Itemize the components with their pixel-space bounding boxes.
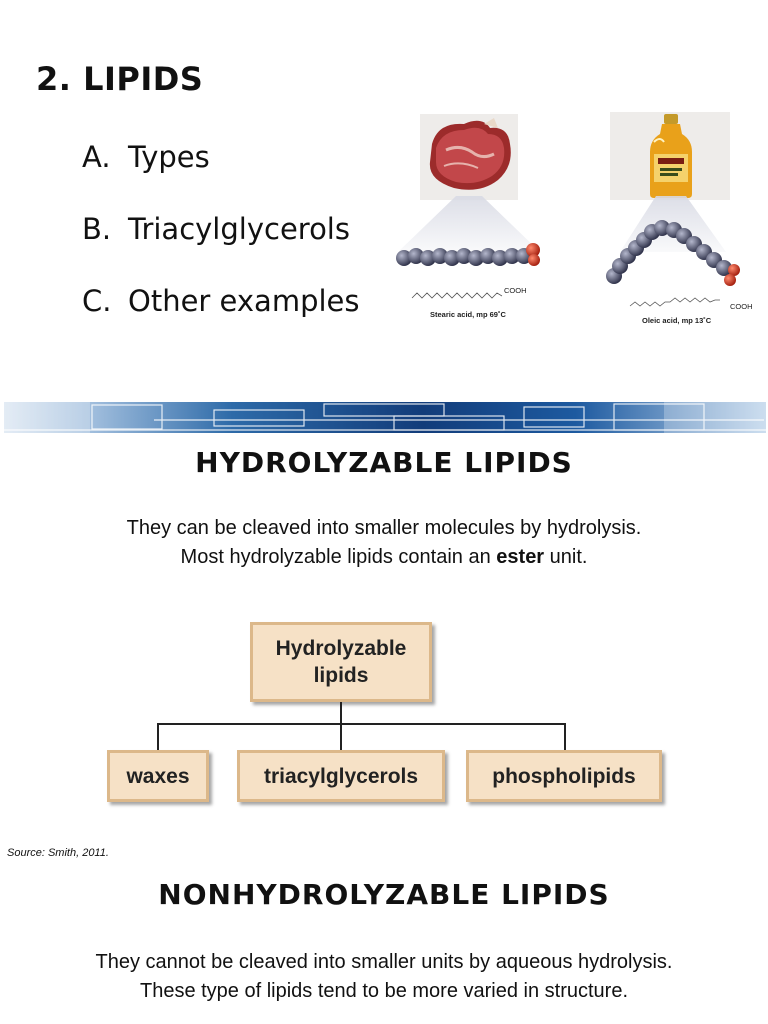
oleic-acid-caption: Oleic acid, mp 13˚C xyxy=(642,316,712,325)
root-box-label: Hydrolyzable lipids xyxy=(276,635,407,689)
description-line-1: They can be cleaved into smaller molecul… xyxy=(126,517,642,539)
connector-waxes xyxy=(157,723,159,750)
description-line-1: They cannot be cleaved into smaller unit… xyxy=(95,951,673,973)
nonhydrolyzable-description: They cannot be cleaved into smaller unit… xyxy=(0,948,768,1006)
box-waxes: waxes xyxy=(107,750,209,802)
connector-root-stem xyxy=(340,702,342,724)
box-phospholipids: phospholipids xyxy=(466,750,662,802)
olive-oil-bottle-photo xyxy=(610,112,730,200)
line2-tail: unit. xyxy=(544,546,588,568)
description-line-2: These type of lipids tend to be more var… xyxy=(139,980,629,1002)
source-citation: Source: Smith, 2011. xyxy=(7,847,109,859)
nonhydrolyzable-heading: NONHYDROLYZABLE LIPIDS xyxy=(158,878,610,911)
toc-letter: C. xyxy=(82,284,112,318)
connector-horizontal xyxy=(157,723,566,725)
toc-label: Other examples xyxy=(128,284,360,318)
root-label-line-1: Hydrolyzable xyxy=(275,637,407,660)
steak-photo xyxy=(420,114,518,200)
slide-title: 2. LIPIDS xyxy=(36,60,204,98)
connector-triacylglycerols xyxy=(340,723,342,750)
description-line-2: Most hydrolyzable lipids contain an este… xyxy=(0,543,768,572)
stearic-acid-skeletal-formula xyxy=(411,292,503,299)
hydrolyzable-heading: HYDROLYZABLE LIPIDS xyxy=(195,446,573,479)
ester-term: ester xyxy=(496,546,545,568)
toc-item-other-examples: C. Other examples xyxy=(82,284,360,318)
stearic-cooh-label: COOH xyxy=(504,286,527,295)
toc-item-triacylglycerols: B. Triacylglycerols xyxy=(82,212,350,246)
root-box-hydrolyzable-lipids: Hydrolyzable lipids xyxy=(250,622,432,702)
line2-text: Most hydrolyzable lipids contain an xyxy=(180,546,497,568)
toc-letter: B. xyxy=(82,212,112,246)
oleic-cooh-label: COOH xyxy=(730,302,753,311)
oleic-acid-model xyxy=(606,196,740,286)
toc-letter: A. xyxy=(82,140,111,174)
decorative-banner xyxy=(4,402,766,433)
stearic-acid-model xyxy=(396,196,540,266)
toc-label: Triacylglycerols xyxy=(128,212,350,246)
toc-label: Types xyxy=(128,140,210,174)
oleic-acid-skeletal-formula xyxy=(629,297,720,307)
stearic-acid-caption: Stearic acid, mp 69˚C xyxy=(430,310,506,319)
hydrolyzable-description: They can be cleaved into smaller molecul… xyxy=(0,514,768,572)
root-label-line-2: lipids xyxy=(313,664,369,687)
connector-phospholipids xyxy=(564,723,566,750)
toc-item-types: A. Types xyxy=(82,140,210,174)
box-triacylglycerols: triacylglycerols xyxy=(237,750,445,802)
